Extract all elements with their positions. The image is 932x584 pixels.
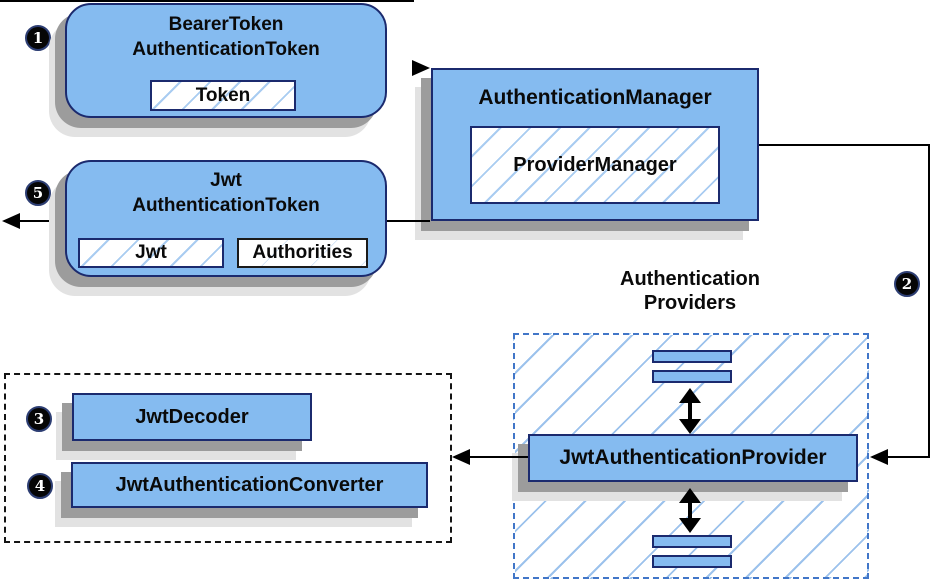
provider-manager-field: ProviderManager [470,126,720,204]
arrow-head-into-authentication-manager-icon [412,60,430,76]
arrow-head-outgoing-icon [2,213,20,229]
double-arrow-top-icon [679,388,701,434]
authentication-manager-title: AuthenticationManager [478,86,712,109]
node-jwt-authentication-converter: JwtAuthenticationConverter [71,462,428,508]
double-arrow-bottom-shaft [688,500,692,521]
double-arrow-bottom-up-head-icon [679,488,701,503]
node-jwt-authentication-token: Jwt AuthenticationToken Jwt Authorities [65,160,387,277]
step-badge-2: 2 [894,271,920,297]
provider-placeholder-bar-1 [652,350,732,363]
jwt-token-title: Jwt AuthenticationToken [67,168,385,218]
double-arrow-top-up-head-icon [679,388,701,403]
double-arrow-bottom-icon [679,488,701,533]
step-badge-4: 4 [27,473,53,499]
token-field: Token [150,80,296,111]
connector-manager-to-provider-vertical [928,144,930,458]
arrow-line-incoming [0,0,414,2]
node-jwt-decoder: JwtDecoder [72,393,312,441]
resolver-group [4,373,452,543]
step-3-number: 3 [33,410,45,428]
authentication-providers-label-line1: Authentication [620,268,760,290]
authentication-providers-label: Authentication Providers [580,267,800,315]
connector-provider-to-resolvers [456,456,528,458]
double-arrow-top-shaft [688,400,692,422]
jwt-token-title-line2: AuthenticationToken [132,195,320,216]
step-5-number: 5 [32,184,44,202]
jwt-field: Jwt [78,238,224,268]
node-bearer-token-authentication-token: BearerToken AuthenticationToken Token [65,3,387,118]
double-arrow-bottom-down-head-icon [679,518,701,533]
provider-placeholder-bar-4 [652,555,732,568]
connector-manager-to-provider-bottom [872,456,930,458]
step-2-number: 2 [901,275,913,293]
jwt-token-title-line1: Jwt [210,170,242,191]
authentication-providers-label-line2: Providers [643,292,737,314]
step-1-number: 1 [32,29,44,47]
bearer-token-title-line2: AuthenticationToken [132,39,320,60]
bearer-token-title: BearerToken AuthenticationToken [67,12,385,62]
authorities-field: Authorities [237,238,368,268]
arrow-head-into-resolver-group-icon [452,449,470,465]
provider-placeholder-bar-3 [652,535,732,548]
connector-manager-to-provider-top [759,144,930,146]
step-badge-5: 5 [25,180,51,206]
jwt-authentication-converter-title: JwtAuthenticationConverter [115,474,384,496]
step-badge-1: 1 [25,25,51,51]
node-jwt-authentication-provider: JwtAuthenticationProvider [528,434,858,482]
jwt-decoder-title: JwtDecoder [135,406,249,428]
provider-placeholder-bar-2 [652,370,732,383]
step-4-number: 4 [34,477,46,495]
jwt-authentication-provider-title: JwtAuthenticationProvider [559,446,827,469]
bearer-token-title-line1: BearerToken [168,14,284,35]
arrow-head-into-jwt-authentication-provider-icon [870,449,888,465]
node-authentication-manager: AuthenticationManager ProviderManager [431,68,759,221]
double-arrow-top-down-head-icon [679,419,701,434]
step-badge-3: 3 [26,406,52,432]
